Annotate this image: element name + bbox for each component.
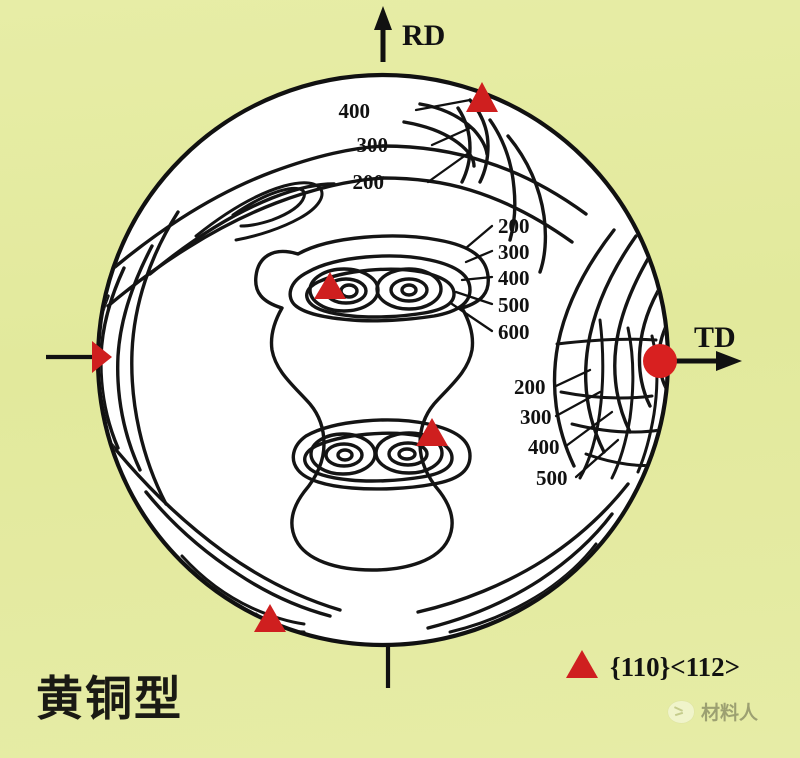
label-top-400: 400 [339,99,371,123]
marker-triangle-lower-center [416,418,448,446]
marker-triangle-left-rim [92,341,112,373]
contour-lower-peak-left-ring2 [324,442,364,468]
contour-top-right-ridge-1 [402,120,476,168]
marker-dot-td-pole [643,344,677,378]
contour-hourglass-outer [254,234,490,572]
contour-left-2 [116,244,154,472]
figure-caption: 黄铜型 [36,672,183,727]
leader-center-400 [460,275,494,282]
leader-right-200 [554,368,592,388]
contour-top-right-ridge-3 [456,106,472,184]
contour-lower-left-2 [144,490,332,618]
contour-right-fan-v2 [610,326,635,480]
contour-lower-left-3 [180,554,306,626]
leader-center-200 [464,224,494,250]
leader-center-500 [454,290,494,306]
label-center-500: 500 [498,293,530,317]
contour-right-fan-v1 [578,318,605,480]
label-top-200: 200 [353,170,385,194]
contour-lower-peak-right-ring2 [387,441,429,467]
watermark-text: 材料人 [701,702,759,724]
contour-lower-peak-right-ring1 [374,431,444,475]
contour-upper-left-outer [100,144,385,285]
contour-upper-peak-right-ring1 [375,267,443,311]
contour-top-right-ridge-2 [418,102,489,156]
leader-top-200 [426,150,472,184]
label-center-400: 400 [498,266,530,290]
marker-triangle-top-right [466,82,498,112]
contour-top-right-ridge-5 [488,118,517,242]
leader-center-600 [450,302,494,333]
contour-right-4 [637,282,664,408]
contour-upper-lobe-2 [288,254,472,323]
contour-right-2 [584,234,638,454]
leader-right-400 [564,410,614,448]
td-axis-label: TD [694,321,736,354]
rd-axis-label: RD [402,19,445,52]
contour-upper-left-eye-inner [231,186,306,228]
label-center-300: 300 [498,240,530,264]
leaders-center-group [450,224,494,333]
label-center-600: 600 [498,320,530,344]
td-arrowhead-icon [716,351,742,371]
contour-lower-peak-right-ring3 [397,447,417,461]
leader-top-300 [430,126,472,147]
contour-right-fan-0 [555,337,658,346]
leaders-top-group [414,98,472,184]
leader-right-500 [574,438,620,479]
label-right-400: 400 [528,435,560,459]
leaders-right-group [554,368,620,479]
contour-right-fan-1 [559,390,654,400]
label-right-500: 500 [536,466,568,490]
leader-top-400 [414,98,472,112]
contour-upper-left-eye-outer [194,181,324,242]
contour-upper-peak-right-ring3 [400,283,418,297]
contour-lower-lobe-2 [291,418,472,491]
contour-lower-right-outer [416,482,630,614]
label-right-200: 200 [514,375,546,399]
marker-triangle-bottom-left [254,604,286,632]
marker-triangle-upper-center [314,272,346,299]
leader-right-300 [554,390,602,418]
label-right-300: 300 [520,405,552,429]
contour-top-right-ridge-6 [506,134,548,274]
rd-axis [374,6,392,62]
legend-label: {110}<112> [610,652,740,682]
contour-lower-left-outer [106,438,342,612]
leader-center-300 [464,249,494,264]
contour-lower-right-2 [426,512,614,630]
label-center-200: 200 [498,214,530,238]
contour-left-outer [130,210,180,506]
contour-lower-peak-left-ring3 [336,448,354,462]
contour-right-3 [613,250,654,434]
contour-upper-peak-right-ring2 [389,277,429,303]
watermark-logo-icon [668,700,694,723]
legend-triangle-icon [566,650,598,678]
contour-top-right-ridge-4 [468,98,490,184]
label-top-300: 300 [357,133,389,157]
watermark: 材料人 [668,698,758,725]
contour-lower-right-3 [448,542,598,634]
rd-arrowhead-icon [374,6,392,30]
